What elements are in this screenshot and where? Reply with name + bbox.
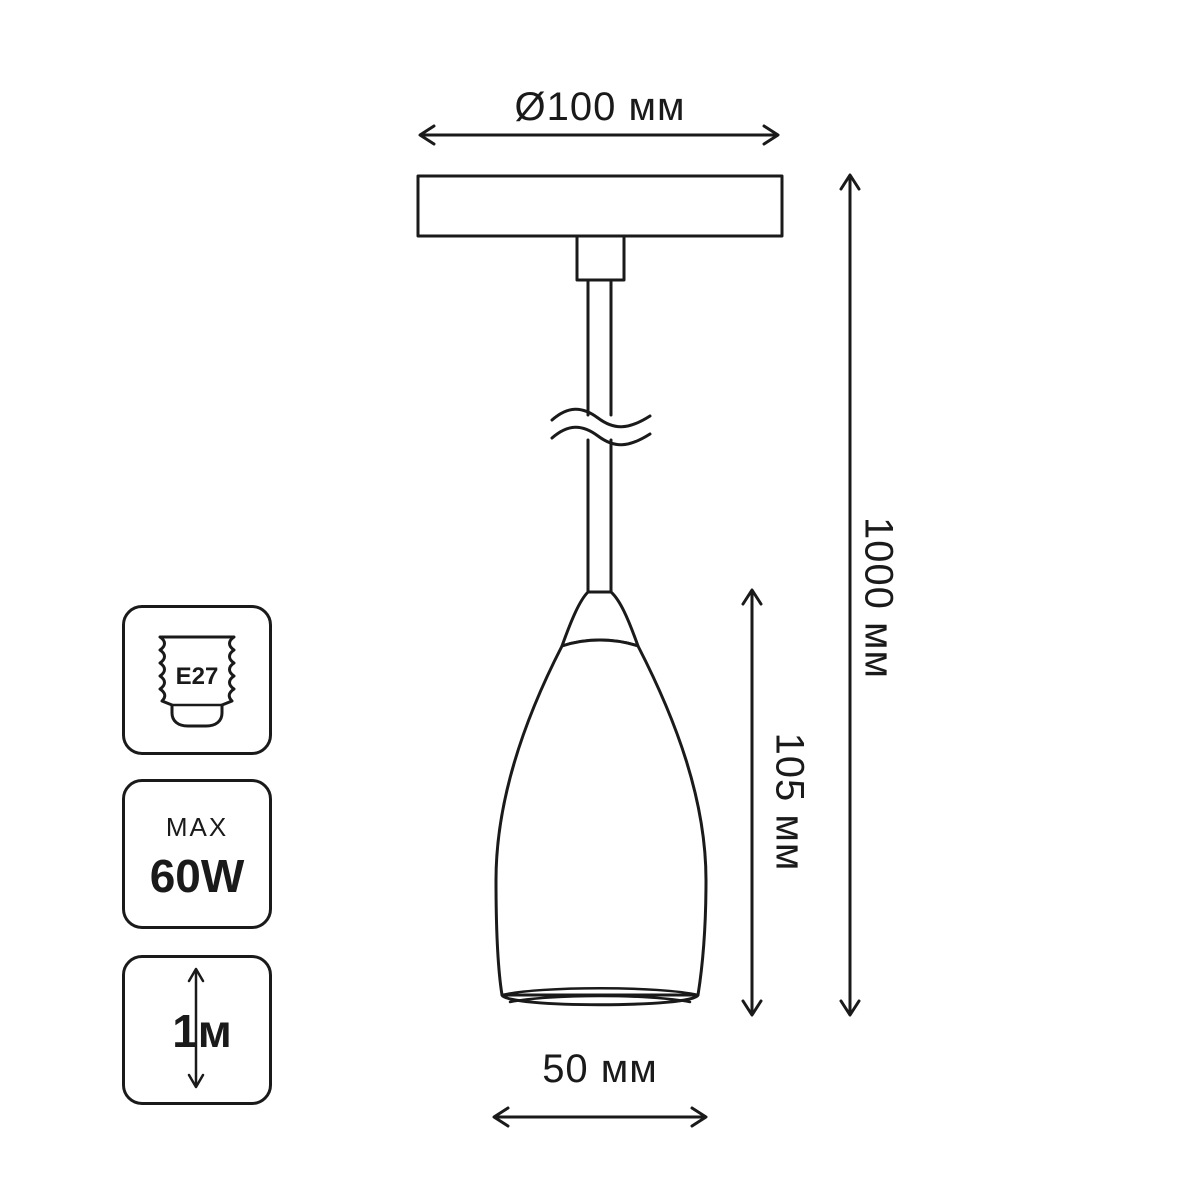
cord-break-line-top [550,407,652,429]
suspension-cord [550,278,652,594]
cord-length-label: 1м [172,1005,232,1057]
cord-length-badge-graphic: 1м [172,967,232,1089]
canopy-diameter-label: Ø100 мм [515,85,686,129]
canopy-connector [575,234,626,282]
shade-height-label: 105 мм [767,733,811,872]
cord-length-badge: 1м [122,955,272,1105]
cord-break-line-bottom [550,425,652,447]
total-height-dimension: 1000 мм [839,173,900,1017]
lamp-shade [494,638,708,997]
shade-diameter-dimension: 50 мм [492,1047,708,1128]
power-value-label: 60W [150,850,245,902]
socket-type-label: E27 [176,663,219,690]
power-prefix-label: MAX [166,812,228,842]
canopy-diameter-dimension: Ø100 мм [418,85,780,146]
ceiling-canopy [416,174,784,238]
shade-mouth-rim-outer [500,987,700,997]
socket-badge: E27 [122,605,272,755]
vertical-double-arrow-icon [187,967,205,1089]
total-height-label: 1000 мм [856,517,900,679]
power-badge-graphic: MAX 60W [150,812,245,902]
power-badge: MAX 60W [122,779,272,929]
shade-height-dimension: 105 мм [741,588,811,1017]
shade-mouth-rim-inner [508,994,692,1004]
e27-socket-icon: E27 [158,635,236,728]
shade-bottom-edge [500,993,700,1007]
shade-diameter-label: 50 мм [542,1047,658,1091]
shade-cap [560,590,640,648]
